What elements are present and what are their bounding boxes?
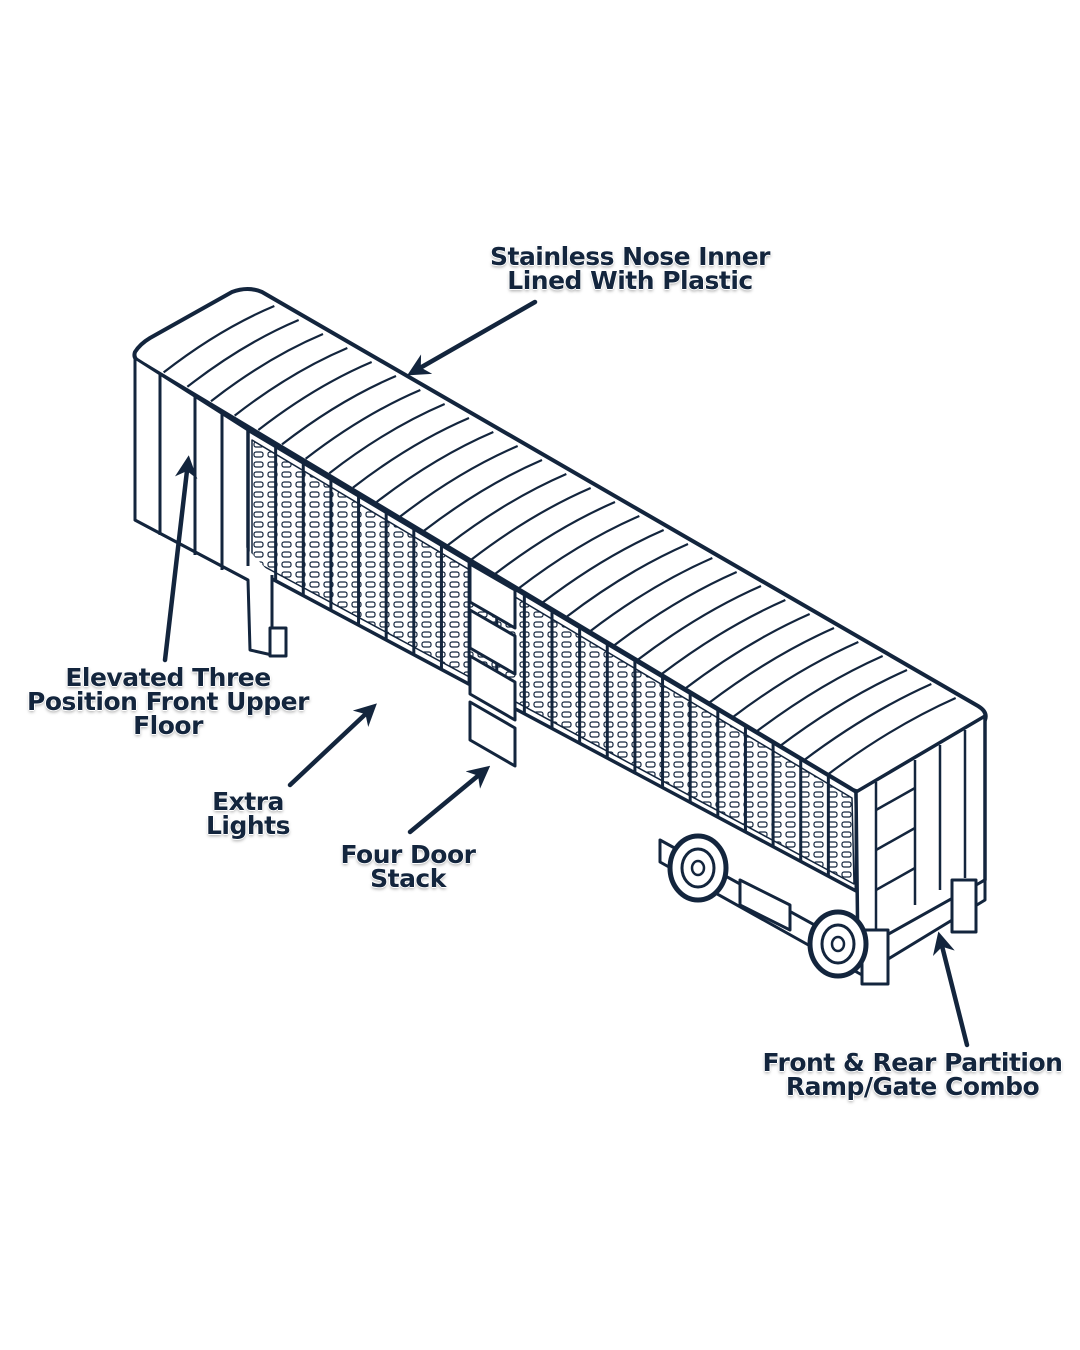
livestock-trailer-illustration [132, 287, 988, 986]
roof-rib [233, 346, 348, 417]
roof-rib [304, 388, 421, 460]
callout-lights-line1: Extra [212, 787, 284, 816]
callout-ramp-line2: Ramp/Gate Combo [785, 1072, 1040, 1101]
rear-gate-lines [874, 730, 967, 930]
roof-rib [162, 304, 275, 374]
roof-rib [423, 458, 543, 532]
roof-rib [446, 472, 567, 547]
roof-rib [802, 682, 932, 763]
roof-rib [186, 318, 300, 388]
mud-flap-right [950, 878, 978, 934]
roof-rib [636, 584, 762, 662]
callout-nose-line1: Stainless Nose Inner [489, 242, 771, 271]
roof-rib [683, 612, 811, 691]
arrow-doors [407, 765, 491, 835]
roof-rib [825, 696, 957, 777]
callout-upper-floor: Elevated Three Position Front Upper Floo… [8, 663, 328, 740]
roof-rib [352, 416, 470, 489]
arrow-lights [287, 703, 377, 788]
roof-rib [731, 640, 859, 719]
callout-floor-line3: Floor [133, 711, 203, 740]
roof-rib [778, 668, 908, 748]
roof-rib [565, 542, 689, 619]
roof-rib [399, 444, 519, 518]
callout-extra-lights: Extra Lights [178, 787, 318, 840]
roof-rib [754, 654, 884, 734]
roof-rib [612, 570, 738, 647]
roof-rib [541, 528, 665, 604]
arrow-ramp [932, 931, 970, 1048]
wheel-front-axle [667, 833, 729, 903]
roof-rib [470, 486, 592, 561]
callout-partition-ramp: Front & Rear Partition Ramp/Gate Combo [750, 1048, 1075, 1101]
roof-rib [494, 500, 616, 575]
callout-stainless-nose: Stainless Nose Inner Lined With Plastic [460, 242, 800, 295]
roof-rib [588, 556, 713, 633]
callout-floor-line1: Elevated Three [65, 663, 271, 692]
roof-rib [707, 626, 835, 705]
roof-rib [210, 332, 324, 403]
callout-doors-line2: Stack [370, 864, 446, 893]
callout-arrows [162, 299, 970, 1048]
four-door-stack [468, 562, 517, 768]
roof-rib [281, 374, 397, 446]
callout-floor-line2: Position Front Upper [27, 687, 309, 716]
arrow-nose [407, 299, 538, 376]
roof-rib [328, 402, 446, 475]
roof-rib [517, 514, 640, 590]
callout-nose-line2: Lined With Plastic [507, 266, 753, 295]
roof-rib [257, 360, 373, 431]
fuel-box [738, 878, 792, 932]
wheel-rear-axle [807, 909, 869, 979]
roof-rib [660, 598, 786, 676]
roof-rib [375, 430, 494, 503]
callout-doors-line1: Four Door [340, 840, 476, 869]
callout-lights-line2: Lights [205, 811, 291, 840]
callout-four-door-stack: Four Door Stack [318, 840, 498, 893]
arrow-floor [162, 455, 198, 663]
roof-ribs [162, 304, 957, 777]
callout-ramp-line1: Front & Rear Partition [762, 1048, 1063, 1077]
landing-gear [268, 626, 288, 658]
